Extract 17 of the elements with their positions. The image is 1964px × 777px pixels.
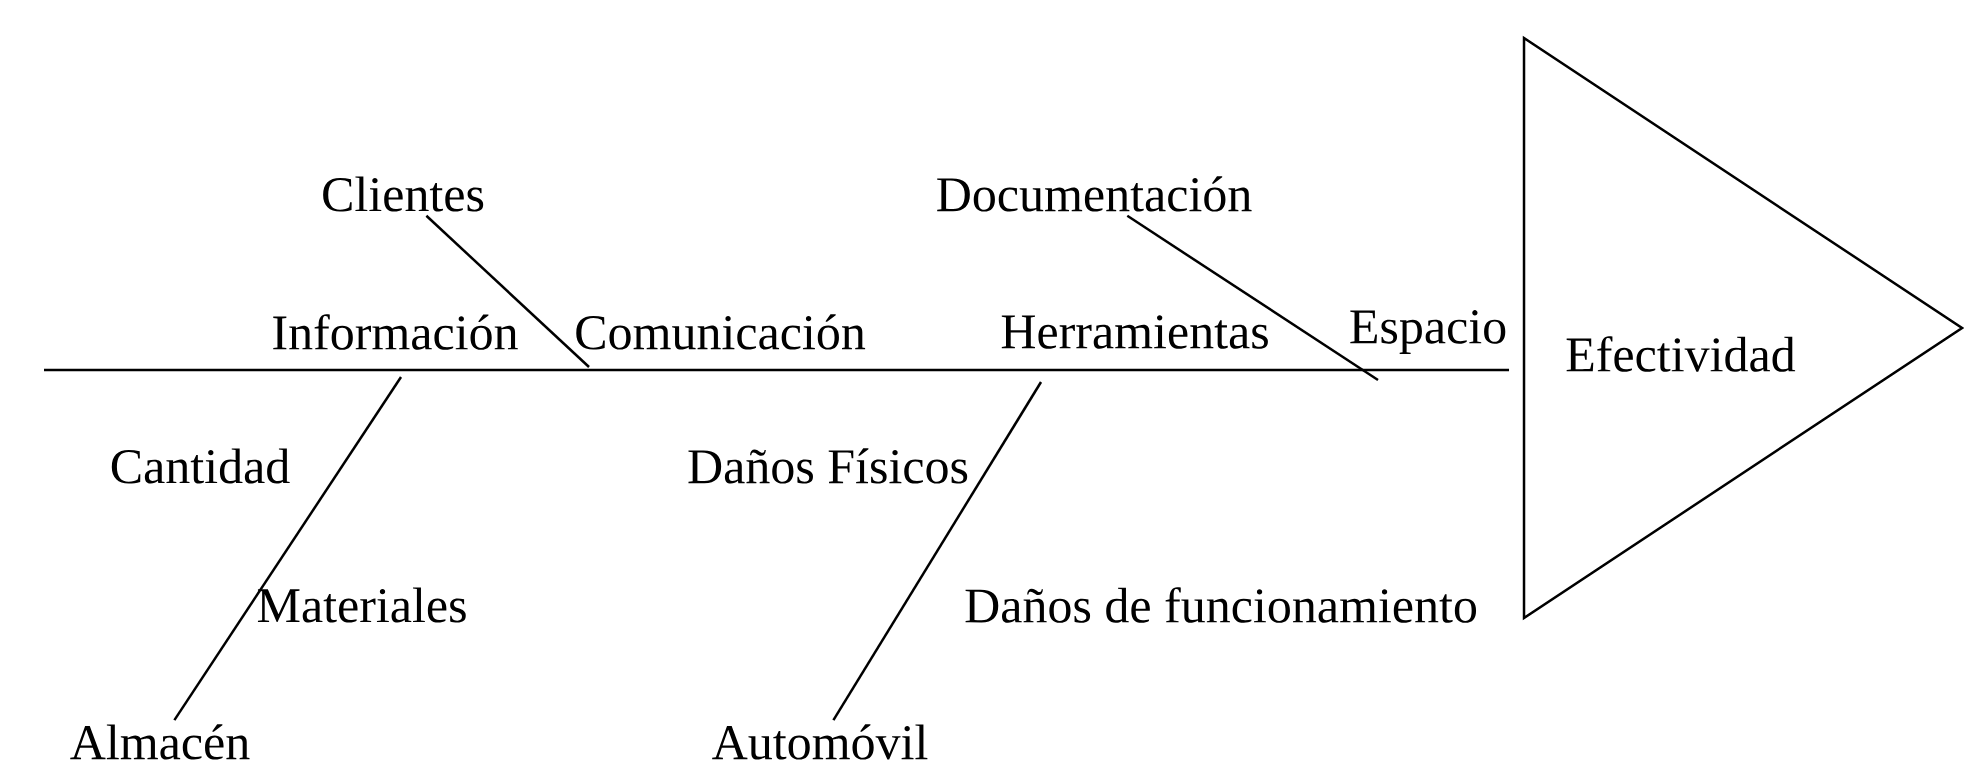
- bone-line: [173, 376, 403, 721]
- category-label: Cantidad: [111, 448, 290, 484]
- category-label: Materiales: [257, 587, 466, 623]
- bone-line: [425, 214, 590, 368]
- category-label: Espacio: [1350, 310, 1506, 354]
- category-label: Información: [273, 314, 518, 350]
- cause-text: Documentación: [937, 176, 1252, 212]
- category-label: Comunicación: [576, 314, 866, 350]
- cause-text: Automóvil: [712, 724, 928, 760]
- category-label: Daños Físicos: [688, 448, 968, 484]
- cause-text: Almacén: [70, 724, 250, 760]
- bone-line: [832, 381, 1043, 721]
- category-label: Daños de funcionamiento: [965, 587, 1477, 623]
- category-label: Herramientas: [1001, 315, 1268, 349]
- spine-line: [44, 368, 1509, 372]
- bone-line: [1126, 214, 1379, 382]
- cause-text: Clientes: [323, 176, 484, 212]
